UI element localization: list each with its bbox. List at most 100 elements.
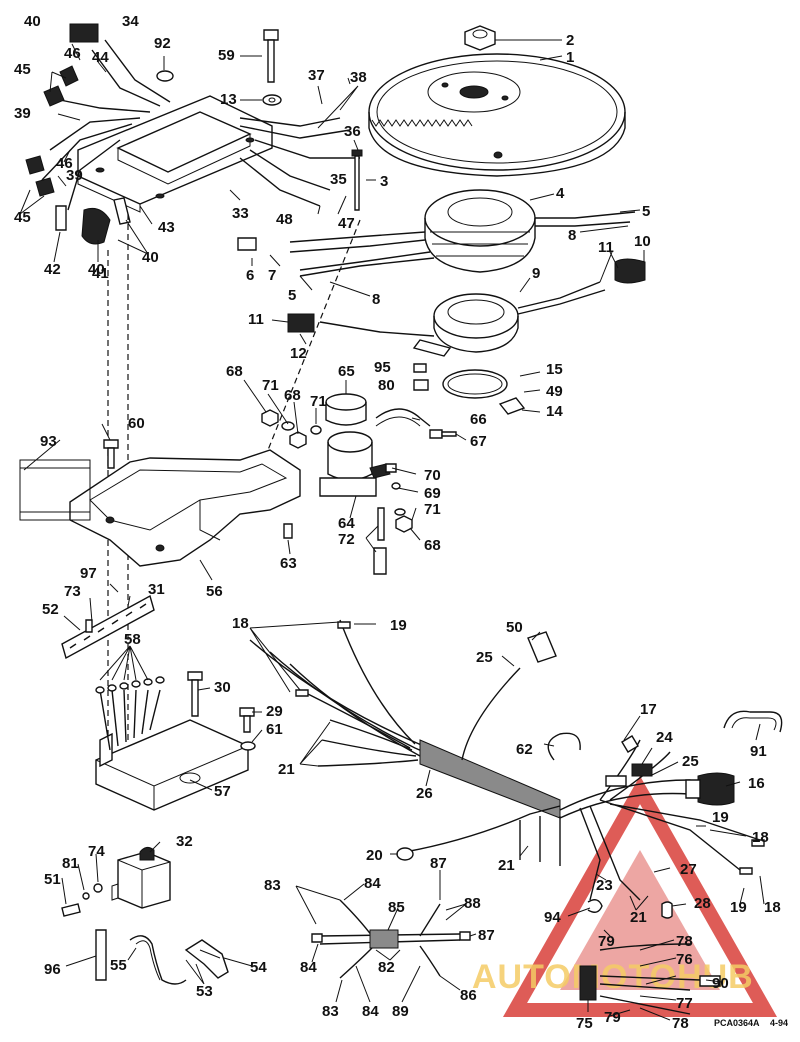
callout-16: 16	[748, 775, 765, 792]
leads-75-79	[579, 943, 721, 1015]
callout-51: 51	[44, 871, 61, 888]
date-code: 4-94	[770, 1018, 788, 1028]
callout-57: 57	[214, 783, 231, 800]
callout-10: 10	[634, 233, 651, 250]
callout-56: 56	[206, 583, 223, 600]
callout-18a: 18	[232, 615, 249, 632]
connectors-top-left	[25, 23, 131, 245]
callout-91: 91	[750, 743, 767, 760]
callout-87b: 87	[478, 927, 495, 944]
screw-67	[429, 429, 457, 439]
callout-20: 20	[366, 847, 383, 864]
screw-60	[103, 439, 119, 469]
ground-strap-96	[95, 929, 107, 981]
callout-71c: 71	[424, 501, 441, 518]
callout-40c: 40	[142, 249, 159, 266]
callout-77: 77	[676, 995, 693, 1012]
callout-72: 72	[338, 531, 355, 548]
callout-9: 9	[532, 265, 540, 282]
callout-17: 17	[640, 701, 657, 718]
power-pack	[77, 95, 273, 213]
callout-42: 42	[44, 261, 61, 278]
callout-25b: 25	[682, 753, 699, 770]
callout-97: 97	[80, 565, 97, 582]
callout-70: 70	[424, 467, 441, 484]
callout-46b: 46	[56, 155, 73, 172]
callout-11b: 11	[248, 311, 264, 328]
callout-36: 36	[344, 123, 361, 140]
callout-84b: 84	[300, 959, 317, 976]
callout-3: 3	[380, 173, 388, 190]
callout-82: 82	[378, 959, 395, 976]
spark-boot-55	[129, 935, 187, 985]
callout-83a: 83	[264, 877, 281, 894]
callout-50: 50	[506, 619, 523, 636]
callout-26: 26	[416, 785, 433, 802]
callout-54: 54	[250, 959, 267, 976]
callout-90: 90	[712, 975, 729, 992]
flywheel	[368, 53, 626, 177]
callout-39b: 39	[66, 167, 83, 184]
clip-94	[587, 899, 603, 913]
callout-84a: 84	[364, 875, 381, 892]
solenoid	[319, 431, 391, 497]
callout-68b: 68	[284, 387, 301, 404]
callout-64: 64	[338, 515, 355, 532]
bracket-91	[723, 710, 783, 733]
screw-51-81-74	[61, 883, 103, 917]
washer-61	[240, 741, 256, 751]
callout-78a: 78	[676, 933, 693, 950]
connector-28	[661, 901, 673, 919]
callout-15: 15	[546, 361, 563, 378]
flywheel-nut	[464, 25, 496, 51]
callout-23: 23	[596, 877, 613, 894]
bolt-59	[263, 29, 279, 83]
callout-44: 44	[92, 49, 109, 66]
screw-73	[85, 619, 93, 633]
callout-45a: 45	[14, 61, 31, 78]
callout-12: 12	[290, 345, 307, 362]
callout-93: 93	[40, 433, 57, 450]
washer-92	[156, 70, 174, 82]
callout-80: 80	[378, 377, 395, 394]
callout-88: 88	[464, 895, 481, 912]
callout-39a: 39	[14, 105, 31, 122]
callout-83b: 83	[322, 1003, 339, 1020]
callout-19b: 19	[712, 809, 729, 826]
callout-21b: 21	[498, 857, 515, 874]
callout-5b: 5	[288, 287, 296, 304]
callout-59: 59	[218, 47, 235, 64]
clip-63	[283, 523, 293, 539]
callout-7: 7	[268, 267, 276, 284]
strap-66	[375, 408, 431, 427]
callout-18c: 18	[764, 899, 781, 916]
callout-79b: 79	[604, 1009, 621, 1026]
callout-5a: 5	[642, 203, 650, 220]
callout-84c: 84	[362, 1003, 379, 1020]
callout-92: 92	[154, 35, 171, 52]
callout-21c: 21	[630, 909, 647, 926]
callout-8a: 8	[568, 227, 576, 244]
callout-14: 14	[546, 403, 563, 420]
callout-81: 81	[62, 855, 79, 872]
callout-68a: 68	[226, 363, 243, 380]
callout-63: 63	[280, 555, 297, 572]
callout-71b: 71	[310, 393, 327, 410]
callout-4: 4	[556, 185, 565, 202]
callout-69: 69	[424, 485, 441, 502]
sub-harness	[311, 899, 471, 979]
terminal-block	[61, 594, 155, 660]
callout-68c: 68	[424, 537, 441, 554]
callout-47: 47	[338, 215, 355, 232]
solenoid-cover-65	[325, 393, 367, 426]
power-pack-leads	[41, 39, 360, 211]
washer-13	[262, 94, 282, 106]
timer-base	[412, 293, 519, 357]
callout-87a: 87	[430, 855, 447, 872]
callout-49: 49	[546, 383, 563, 400]
callout-60: 60	[128, 415, 145, 432]
callout-76: 76	[676, 951, 693, 968]
callout-53: 53	[196, 983, 213, 1000]
callout-34: 34	[122, 13, 139, 30]
